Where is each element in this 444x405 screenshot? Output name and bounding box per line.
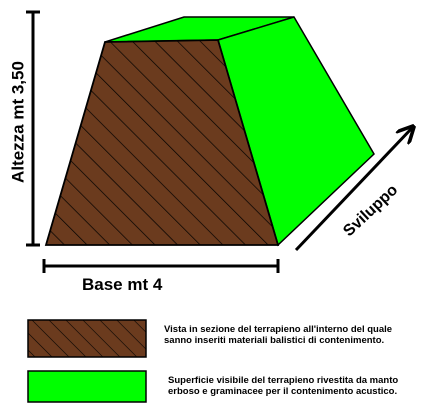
legend-section-line2: sanno inseriti materiali balistici di co…	[164, 335, 385, 346]
height-label: Altezza mt 3,50	[8, 61, 27, 183]
development-label: Sviluppo	[340, 181, 401, 240]
legend-section-line1: Vista in sezione del terrapieno all'inte…	[164, 324, 393, 335]
legend-swatch-surface	[27, 370, 147, 403]
embankment-cross-section	[44, 39, 280, 246]
base-label: Base mt 4	[82, 275, 163, 294]
legend-surface-line2: erboso e graminacee per il contenimento …	[168, 386, 398, 397]
development-arrow	[294, 128, 412, 252]
legend-surface-line1: Superficie visibile del terrapieno rives…	[168, 375, 399, 386]
base-dimension	[42, 259, 280, 273]
legend-swatch-section	[27, 319, 147, 358]
height-dimension	[26, 10, 40, 247]
